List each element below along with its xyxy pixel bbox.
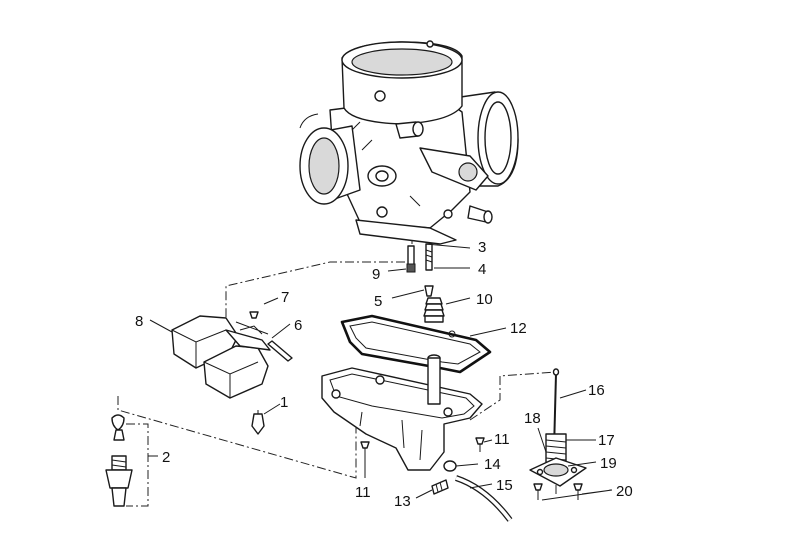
screw-11-right [475,437,485,452]
jet-9 [406,245,416,273]
callout-11-right: 11 [494,431,510,448]
callout-3: 3 [478,239,486,256]
callout-10: 10 [476,291,493,308]
hose-15 [454,475,513,522]
screw-13 [431,479,449,495]
callout-18: 18 [524,410,541,427]
callout-15: 15 [496,477,513,494]
screws-20 [533,483,583,500]
float-8 [171,315,271,399]
clip-and-screw-2 [105,414,133,507]
callout-16: 16 [588,382,605,399]
callout-11-left: 11 [355,484,371,501]
jet-4 [425,243,433,271]
callout-7: 7 [281,289,289,306]
gasket-12 [340,314,492,374]
callout-17: 17 [598,432,615,449]
spring-10 [423,297,445,323]
callout-2: 2 [162,449,170,466]
needle-valve-5 [424,285,434,297]
diaphragm-cover-19 [529,457,587,487]
callout-14: 14 [484,456,501,473]
callout-4: 4 [478,261,486,278]
callout-1: 1 [280,394,288,411]
callout-12: 12 [510,320,527,337]
callout-5: 5 [374,293,382,310]
float-pin-6 [267,340,293,362]
callout-13: 13 [394,493,411,510]
carburetor-body [299,40,519,245]
float-bowl [321,354,483,471]
callout-6: 6 [294,317,302,334]
screw-11-left [360,441,370,462]
callout-8: 8 [135,313,143,330]
callout-19: 19 [600,455,617,472]
float-needle-1 [251,410,265,435]
callout-20: 20 [616,483,633,500]
callout-labels: 1 2 3 4 5 6 7 8 9 10 11 11 12 13 14 15 1… [135,239,633,510]
callout-9: 9 [372,266,380,283]
leader-lines [148,243,613,501]
fitting-14 [443,460,457,472]
screw-7 [249,311,259,319]
